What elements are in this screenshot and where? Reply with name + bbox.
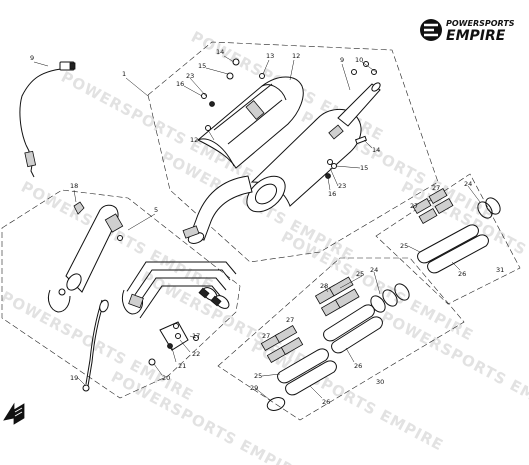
callout-16-right: 16 [328, 190, 336, 198]
callout-9-muffler: 9 [340, 56, 344, 64]
brand-line-1: POWERSPORTS [446, 19, 515, 28]
brand-logo: POWERSPORTS EMPIRE [420, 19, 515, 44]
callout-26-middle: 26 [354, 362, 362, 370]
callout-28: 28 [320, 282, 328, 290]
leader-lines [33, 55, 481, 401]
callout-9-sensor: 9 [30, 54, 34, 62]
muffler-9 [213, 82, 381, 213]
callout-23-right: 23 [338, 182, 346, 190]
callout-19: 19 [70, 374, 78, 382]
callout-31: 31 [496, 266, 504, 274]
callout-14-right: 14 [372, 146, 380, 154]
callout-30: 30 [376, 378, 384, 386]
front-direction-arrow-icon [3, 402, 25, 425]
collector-pipes [121, 261, 237, 319]
callout-26-right: 26 [458, 270, 466, 278]
callout-24-middle: 24 [370, 266, 378, 274]
hanger-rod-19 [82, 299, 109, 392]
callout-1: 1 [122, 70, 126, 78]
watermark-text: POWERSPORTS EMPIRE [108, 368, 307, 465]
lower-hardware [148, 321, 199, 366]
callout-15-top: 15 [198, 62, 206, 70]
callout-23-top: 23 [186, 72, 194, 80]
brand-line-2: EMPIRE [446, 28, 506, 44]
callout-26-lower: 26 [322, 398, 330, 406]
o2-sensor-9 [19, 61, 76, 178]
bracket-18 [73, 201, 85, 215]
callout-20: 20 [162, 374, 170, 382]
callout-18: 18 [70, 182, 78, 190]
callout-27-d: 27 [262, 332, 270, 340]
gasket-kit-30 [260, 276, 410, 411]
callout-25-lower: 25 [254, 372, 262, 380]
header-pipe-5 [47, 204, 124, 313]
heat-shield-12 [197, 76, 304, 169]
callout-22: 22 [192, 350, 200, 358]
callout-15-right: 15 [360, 164, 368, 172]
callout-25-right: 25 [400, 242, 408, 250]
gasket-kit-31 [412, 187, 501, 274]
callout-29: 29 [250, 384, 258, 392]
callout-13: 13 [266, 52, 274, 60]
callout-16-top: 16 [176, 80, 184, 88]
muffler-group-outline [147, 41, 439, 263]
callout-12-left: 12 [190, 136, 198, 144]
mid-pipe [182, 175, 253, 244]
callout-24-right: 24 [464, 180, 472, 188]
callout-21: 21 [178, 362, 186, 370]
callout-25-middle: 25 [356, 270, 364, 278]
header-group-outline [1, 189, 241, 399]
kit30-group-outline [217, 257, 465, 421]
callout-17: 17 [192, 332, 200, 340]
callout-27-b: 27 [410, 202, 418, 210]
callout-12-top: 12 [292, 52, 300, 60]
callout-27-c: 27 [286, 316, 294, 324]
callout-10: 10 [355, 56, 363, 64]
callout-14-top: 14 [216, 48, 224, 56]
callout-27-a: 27 [432, 184, 440, 192]
callout-labels: 1 5 9 9 10 12 12 13 14 14 15 15 16 16 17… [30, 48, 504, 406]
callout-5: 5 [154, 206, 158, 214]
